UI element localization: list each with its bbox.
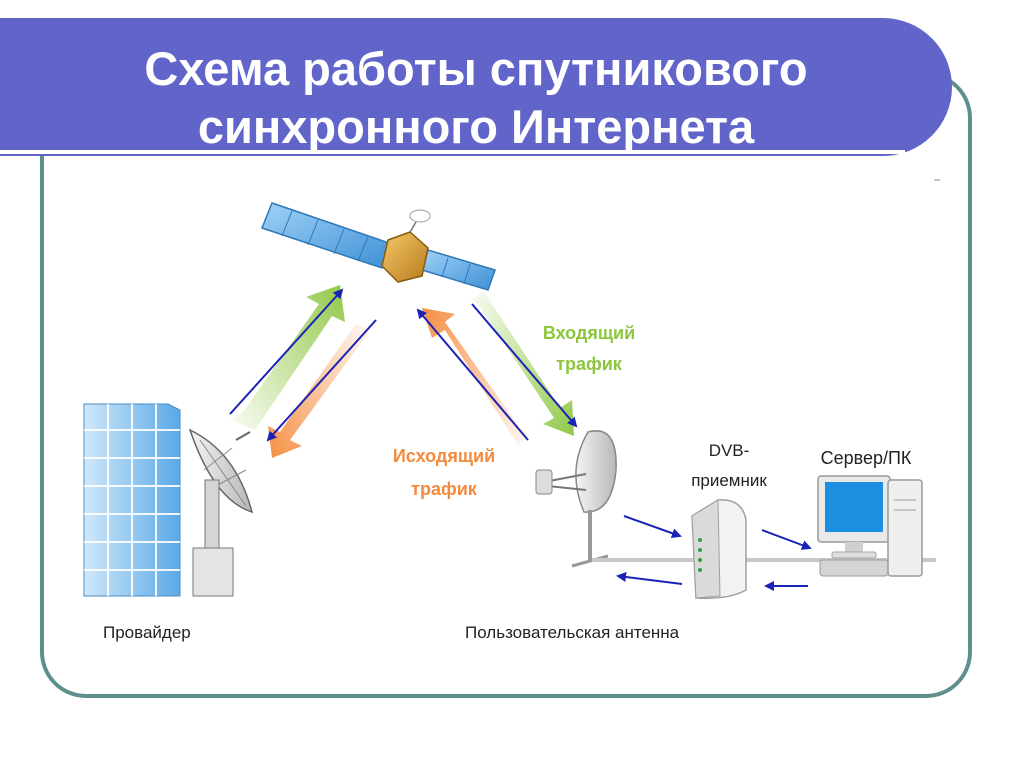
dvb-receiver-icon [691, 499, 747, 600]
user-antenna-label: Пользовательская антенна [465, 623, 680, 642]
dish-to-receiver-arrow [623, 515, 682, 539]
outgoing-user-arrow [416, 308, 529, 441]
uplink-arrow [229, 288, 344, 415]
computer-icon [817, 475, 923, 577]
dvb-label-2: приемник [691, 471, 767, 490]
title-underline [0, 150, 905, 154]
dvb-label-1: DVB- [709, 441, 750, 460]
downlink-provider-arrow [266, 319, 377, 442]
outgoing-traffic-label-2: трафик [411, 479, 478, 499]
receiver-to-dish-arrow [616, 572, 683, 585]
outgoing-traffic-label-1: Исходящий [393, 446, 495, 466]
outgoing-traffic-arrow-left [268, 324, 370, 458]
server-label: Сервер/ПК [821, 448, 912, 468]
satellite-icon [261, 202, 496, 291]
incoming-user-arrow [471, 303, 578, 428]
title-line-2: синхронного Интернета [197, 100, 755, 153]
incoming-traffic-label-1: Входящий [543, 323, 635, 343]
title-banner: Схема работы спутникового синхронного Ин… [0, 18, 952, 156]
user-dish-icon [535, 430, 617, 568]
provider-dish-icon [188, 428, 254, 597]
provider-label: Провайдер [103, 623, 191, 642]
title-line-1: Схема работы спутникового [144, 42, 808, 95]
receiver-to-pc-arrow [761, 529, 812, 550]
incoming-traffic-label-2: трафик [556, 354, 623, 374]
page-title: Схема работы спутникового синхронного Ин… [0, 40, 952, 156]
building-icon [83, 403, 181, 597]
incoming-traffic-arrow-left [230, 285, 345, 430]
